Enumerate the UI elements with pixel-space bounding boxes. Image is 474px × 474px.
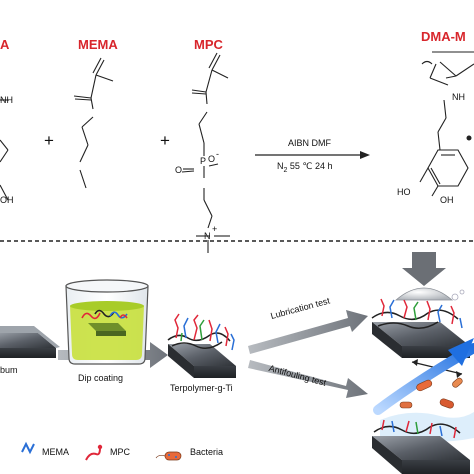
dma-fragment-structure xyxy=(0,99,9,201)
legend-mema-label: MEMA xyxy=(42,447,69,457)
plus-sign-1: + xyxy=(44,131,54,150)
titanium-substrate xyxy=(0,326,60,358)
mpc-structure xyxy=(181,52,230,253)
coated-substrate xyxy=(167,313,236,378)
atom-nh-product: NH xyxy=(452,92,465,102)
dma-fragment-label: A xyxy=(0,37,10,52)
product-bullet xyxy=(466,135,472,141)
legend-mpc-glyph xyxy=(85,444,103,461)
product-label: DMA-M xyxy=(421,29,466,44)
atom-o-minus: O xyxy=(208,154,216,164)
lubrication-result xyxy=(371,252,470,378)
antifouling-result xyxy=(372,338,474,474)
arrow-lubrication xyxy=(248,310,368,354)
mema-structure xyxy=(73,57,114,189)
dip-coating-label: Dip coating xyxy=(78,373,124,383)
mema-label: MEMA xyxy=(78,37,118,52)
plus-sign-2: + xyxy=(160,131,170,150)
mpc-label: MPC xyxy=(194,37,223,52)
atom-minus: - xyxy=(216,149,219,159)
atom-ho-product: HO xyxy=(397,187,411,197)
legend-bacteria-label: Bacteria xyxy=(190,447,224,457)
conditions-label: N2 55 ℃ 24 h xyxy=(277,161,333,174)
atom-oh-product: OH xyxy=(440,195,454,205)
legend-mema-glyph xyxy=(21,441,35,455)
atom-plus: + xyxy=(212,224,218,234)
atom-p: P xyxy=(200,156,207,166)
atom-oh-left: OH xyxy=(0,195,14,205)
reaction-arrow xyxy=(255,151,370,159)
reagents-label: AIBN DMF xyxy=(288,138,332,148)
terpolymer-label: Terpolymer-g-Ti xyxy=(170,383,233,393)
legend-bacteria-glyph xyxy=(155,451,182,461)
atom-n-plus: N xyxy=(204,231,211,241)
atom-nh-left: NH xyxy=(0,95,13,105)
substrate-label: bum xyxy=(0,365,18,375)
legend-mpc-label: MPC xyxy=(110,447,130,457)
product-structure xyxy=(419,51,474,197)
atom-o-double: O xyxy=(175,165,183,175)
beaker xyxy=(65,279,149,365)
bacteria-cells xyxy=(399,377,463,409)
arrow-antifouling xyxy=(248,360,368,398)
